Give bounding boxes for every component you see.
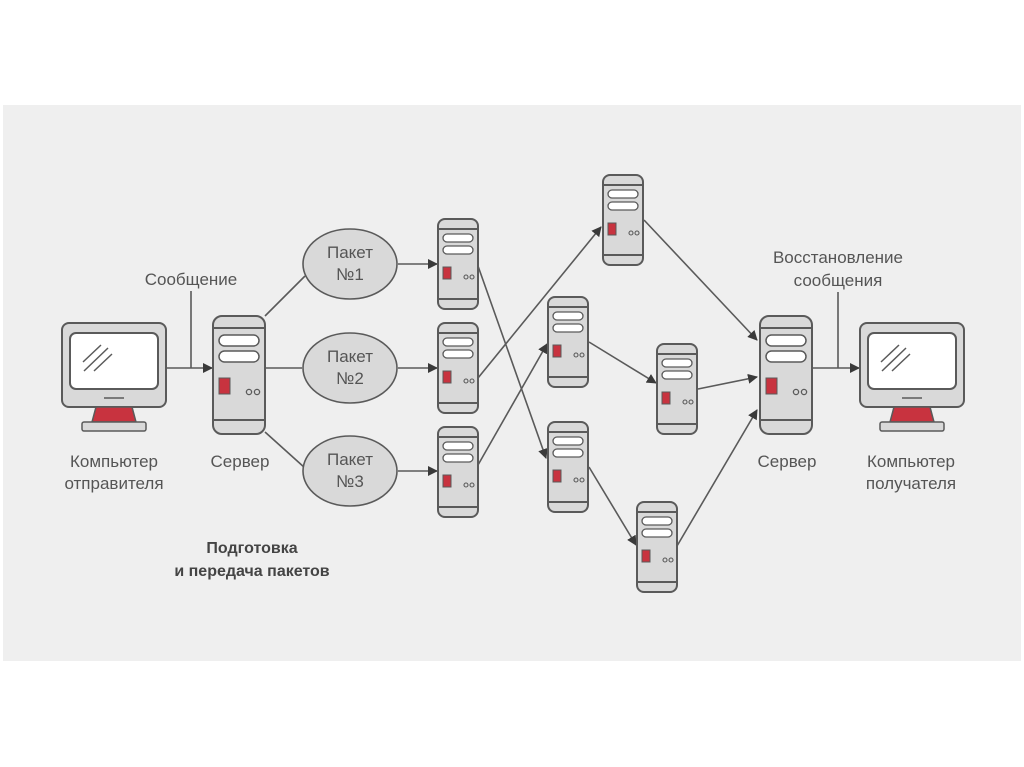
reassembly-label-line2: сообщения [794, 271, 883, 290]
packet-3: Пакет №3 [302, 435, 398, 507]
packet-1-line1: Пакет [327, 243, 373, 262]
route-link [477, 265, 548, 459]
server-to-packet3-link [264, 431, 306, 469]
sender-computer-icon [61, 322, 167, 432]
router-server-icon [437, 426, 479, 518]
diagram-panel [3, 105, 1021, 661]
message-label: Сообщение [145, 270, 238, 289]
caption-line2: и передача пакетов [174, 563, 329, 580]
packet-1: Пакет №1 [302, 228, 398, 300]
packet-2: Пакет №2 [302, 332, 398, 404]
packet-2-line1: Пакет [327, 347, 373, 366]
receiver-server-icon [759, 315, 813, 435]
route-link [697, 373, 758, 390]
router-server-icon [547, 421, 589, 513]
router-server-icon [437, 322, 479, 414]
receiver-server-label: Сервер [758, 452, 817, 471]
route-link [588, 466, 637, 546]
packet-1-line2: №1 [336, 265, 364, 284]
sender-label-line2: отправителя [64, 474, 163, 493]
sender-server-icon [212, 315, 266, 435]
router-server-icon [636, 501, 678, 593]
receiver-label-line2: получателя [866, 474, 956, 493]
router-server-icon [656, 343, 698, 435]
caption-line1: Подготовка [206, 540, 297, 557]
packet-3-line2: №3 [336, 472, 364, 491]
receiver-computer-icon [859, 322, 965, 432]
connections [166, 219, 860, 547]
router-server-icon [602, 174, 644, 266]
server-to-packet1-link [264, 275, 306, 317]
packet-3-line1: Пакет [327, 450, 373, 469]
route-link [676, 409, 758, 547]
router-server-icon [437, 218, 479, 310]
sender-server-label: Сервер [211, 452, 270, 471]
packet-2-line2: №2 [336, 369, 364, 388]
route-link [588, 341, 657, 384]
receiver-label-line1: Компьютер [867, 452, 955, 471]
router-server-icon [547, 296, 589, 388]
route-link [643, 219, 758, 341]
sender-label-line1: Компьютер [70, 452, 158, 471]
route-link [477, 226, 602, 379]
reassembly-label-line1: Восстановление [773, 248, 903, 267]
route-link [477, 343, 548, 466]
